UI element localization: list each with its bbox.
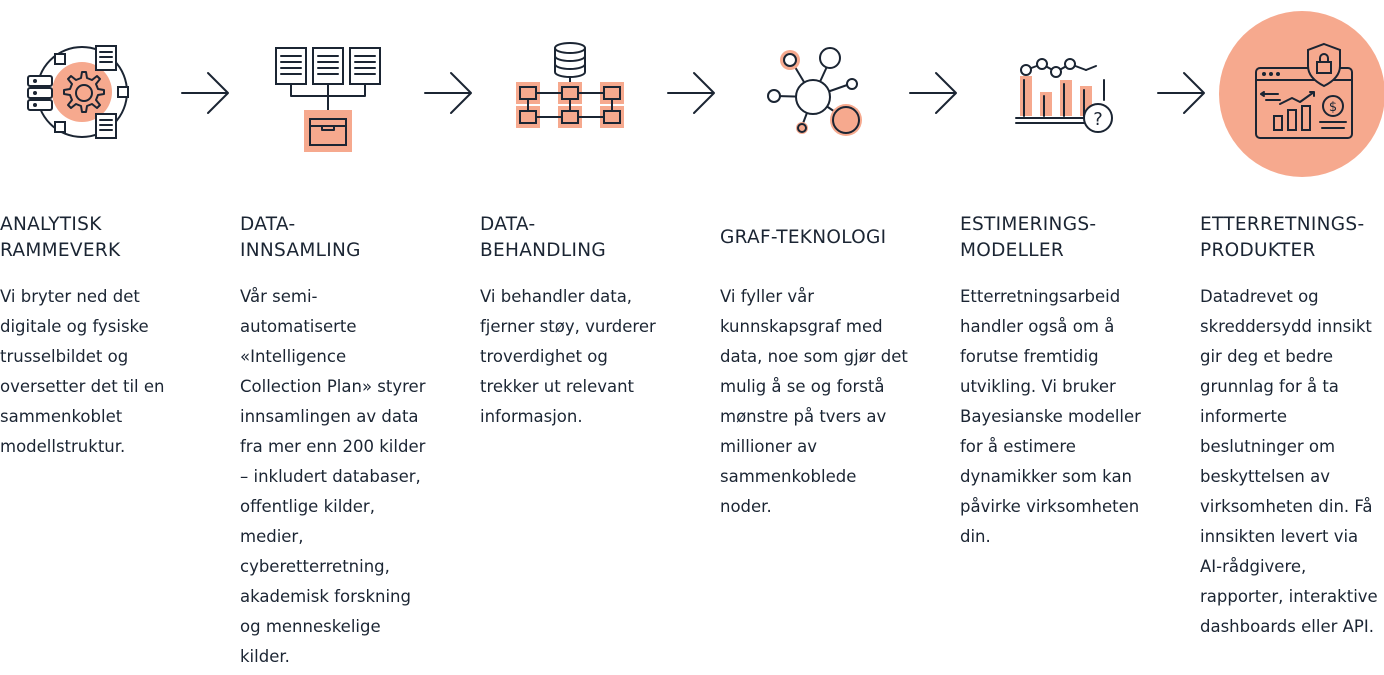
documents-collection-icon — [254, 20, 404, 170]
step-description: Vi fyller vår kunnskapsgraf med data, no… — [720, 287, 908, 516]
step-description: Vår semi-automatiserte «Intelligence Col… — [240, 287, 426, 666]
step-analytisk-rammeverk: ANALYTISK RAMMEVERK Vi bryter ned det di… — [0, 212, 188, 462]
step-graf-teknologi: GRAF-TEKNOLOGI Vi fyller vår kunnskapsgr… — [720, 212, 908, 522]
step-description: Etterretningsarbeid handler også om å fo… — [960, 287, 1141, 546]
svg-text:?: ? — [1093, 109, 1103, 130]
arrow-right-icon — [908, 70, 960, 116]
step-title: ETTERRETNINGS- PRODUKTER — [1200, 214, 1365, 261]
step-etterretningsprodukter: ETTERRETNINGS- PRODUKTER Datadrevet og s… — [1200, 212, 1382, 642]
secure-dashboard-icon: $ — [1218, 10, 1384, 178]
svg-text:$: $ — [1329, 100, 1337, 115]
arrow-right-icon — [666, 70, 718, 116]
step-description: Vi bryter ned det digitale og fysiske tr… — [0, 287, 165, 456]
step-title: ESTIMERINGS- MODELLER — [960, 214, 1097, 261]
bar-chart-question-icon: ? — [990, 20, 1140, 170]
arrow-right-icon — [180, 70, 232, 116]
step-databehandling: DATA- BEHANDLING Vi behandler data, fjer… — [480, 212, 668, 432]
step-description: Vi behandler data, fjerner støy, vurdere… — [480, 287, 656, 426]
step-title: DATA- INNSAMLING — [240, 214, 361, 261]
step-datainnsamling: DATA- INNSAMLING Vår semi-automatiserte … — [240, 212, 428, 672]
step-title: ANALYTISK RAMMEVERK — [0, 214, 121, 261]
step-title: GRAF-TEKNOLOGI — [720, 227, 887, 248]
step-title: DATA- BEHANDLING — [480, 214, 606, 261]
arrow-right-icon — [423, 70, 475, 116]
graph-nodes-icon — [738, 20, 888, 170]
arrow-right-icon — [1156, 70, 1208, 116]
step-description: Datadrevet og skreddersydd innsikt gir d… — [1200, 287, 1378, 636]
gear-network-icon — [10, 20, 160, 170]
database-flow-icon — [494, 20, 644, 170]
step-estimeringsmodeller: ESTIMERINGS- MODELLER Etterretningsarbei… — [960, 212, 1148, 552]
